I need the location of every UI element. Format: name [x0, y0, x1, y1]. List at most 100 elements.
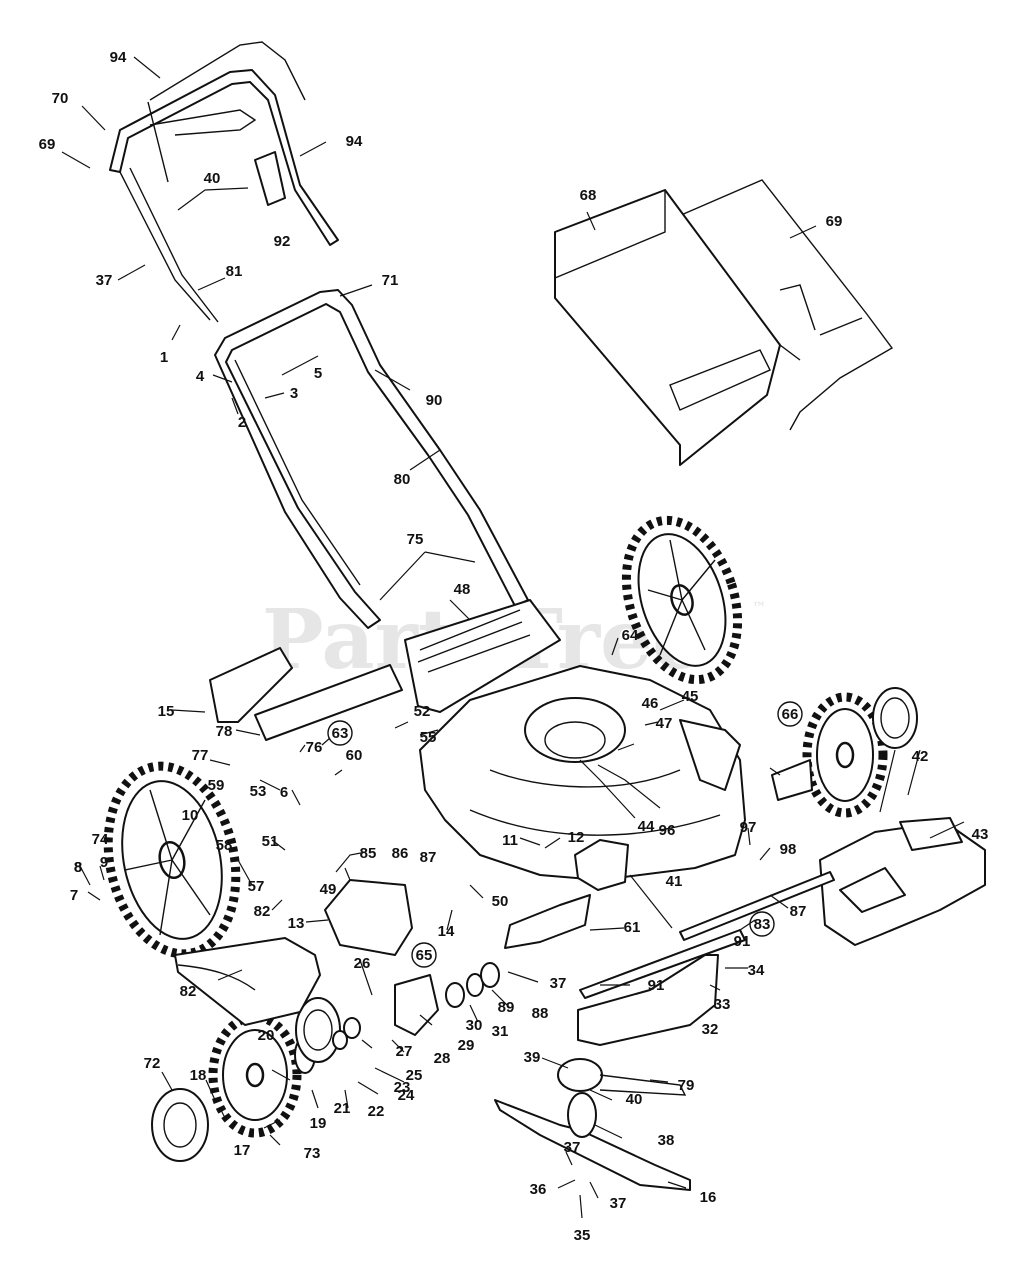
callout-11: 11	[502, 832, 518, 849]
callout-46: 46	[642, 695, 659, 712]
callout-13: 13	[288, 915, 305, 932]
callout-71: 71	[382, 272, 399, 289]
callout-47: 47	[656, 715, 673, 732]
callout-69: 69	[826, 213, 843, 230]
callout-82: 82	[254, 903, 271, 920]
callout-ring-63	[327, 720, 353, 746]
callout-21: 21	[334, 1100, 351, 1117]
callout-75: 75	[407, 531, 424, 548]
mower-deck	[419, 665, 746, 891]
callout-94: 94	[346, 133, 363, 150]
callout-85: 85	[360, 845, 377, 862]
callout-28: 28	[434, 1050, 451, 1067]
wheel-right-middle	[771, 692, 888, 818]
callout-35: 35	[574, 1227, 591, 1244]
callout-43: 43	[972, 826, 989, 843]
callout-8: 8	[74, 859, 82, 876]
callout-86: 86	[392, 845, 409, 862]
callout-91: 91	[734, 933, 751, 950]
callout-38: 38	[658, 1132, 675, 1149]
callout-40: 40	[204, 170, 221, 187]
callout-20: 20	[258, 1027, 275, 1044]
hub-cap-left	[151, 1088, 209, 1162]
callout-91: 91	[648, 977, 665, 994]
callout-58: 58	[216, 837, 233, 854]
callout-22: 22	[368, 1103, 385, 1120]
baffle	[577, 954, 719, 1046]
callout-25: 25	[406, 1067, 423, 1084]
callout-88: 88	[532, 1005, 549, 1022]
callout-37: 37	[550, 975, 567, 992]
callout-94: 94	[110, 49, 127, 66]
callout-44: 44	[638, 818, 655, 835]
callout-4: 4	[196, 368, 205, 385]
callout-18: 18	[190, 1067, 207, 1084]
callout-82: 82	[180, 983, 197, 1000]
callout-51: 51	[262, 833, 279, 850]
front-skirt	[819, 817, 986, 946]
callout-87: 87	[790, 903, 807, 920]
callout-80: 80	[394, 471, 411, 488]
callout-65: 65	[416, 947, 433, 964]
callout-26: 26	[354, 955, 371, 972]
callout-64: 64	[622, 627, 639, 644]
callout-52: 52	[414, 703, 431, 720]
callout-59: 59	[208, 777, 225, 794]
callout-40: 40	[626, 1091, 643, 1108]
callout-89: 89	[498, 999, 515, 1016]
callout-72: 72	[144, 1055, 161, 1072]
callout-14: 14	[438, 923, 455, 940]
callout-42: 42	[912, 748, 929, 765]
callout-61: 61	[624, 919, 641, 936]
watermark-trademark: ™	[752, 600, 766, 616]
callout-ring-66	[777, 701, 803, 727]
callout-39: 39	[524, 1049, 541, 1066]
callout-83: 83	[754, 916, 771, 933]
callout-66: 66	[782, 706, 799, 723]
callout-34: 34	[748, 962, 765, 979]
callout-7: 7	[70, 887, 78, 904]
callout-97: 97	[740, 819, 757, 836]
callout-70: 70	[52, 90, 69, 107]
callout-8: 8	[74, 859, 82, 876]
leader-lines	[61, 56, 965, 1219]
callout-12: 12	[568, 829, 585, 846]
callout-79: 79	[678, 1077, 695, 1094]
callout-98: 98	[780, 841, 797, 858]
callout-10: 10	[182, 807, 199, 824]
grass-bag	[554, 189, 781, 466]
callout-1: 1	[160, 349, 168, 366]
callout-74: 74	[92, 831, 109, 848]
callout-ring-83	[749, 911, 775, 937]
callout-73: 73	[304, 1145, 321, 1162]
blade-assembly	[494, 1058, 691, 1191]
callout-53: 53	[250, 783, 267, 800]
callout-19: 19	[310, 1115, 327, 1132]
callout-9: 9	[100, 854, 108, 871]
upper-handle	[109, 41, 339, 323]
drive-components	[332, 962, 500, 1050]
callout-36: 36	[530, 1181, 547, 1198]
callout-37: 37	[564, 1139, 581, 1156]
callout-50: 50	[492, 893, 509, 910]
callout-17: 17	[234, 1142, 251, 1159]
callout-41: 41	[666, 873, 683, 890]
callout-16: 16	[700, 1189, 717, 1206]
callout-90: 90	[426, 392, 443, 409]
callout-2: 2	[238, 414, 246, 431]
callout-76: 76	[306, 739, 323, 756]
wheel-upper-right	[621, 515, 743, 685]
callout-96: 96	[659, 822, 676, 839]
callout-78: 78	[216, 723, 233, 740]
callout-77: 77	[192, 747, 209, 764]
callout-63: 63	[332, 725, 349, 742]
callout-15: 15	[158, 703, 175, 720]
wheel-rear-left	[103, 761, 241, 959]
hub-cap-right	[872, 687, 918, 749]
callout-31: 31	[492, 1023, 509, 1040]
callout-87: 87	[420, 849, 437, 866]
callout-5: 5	[314, 365, 322, 382]
